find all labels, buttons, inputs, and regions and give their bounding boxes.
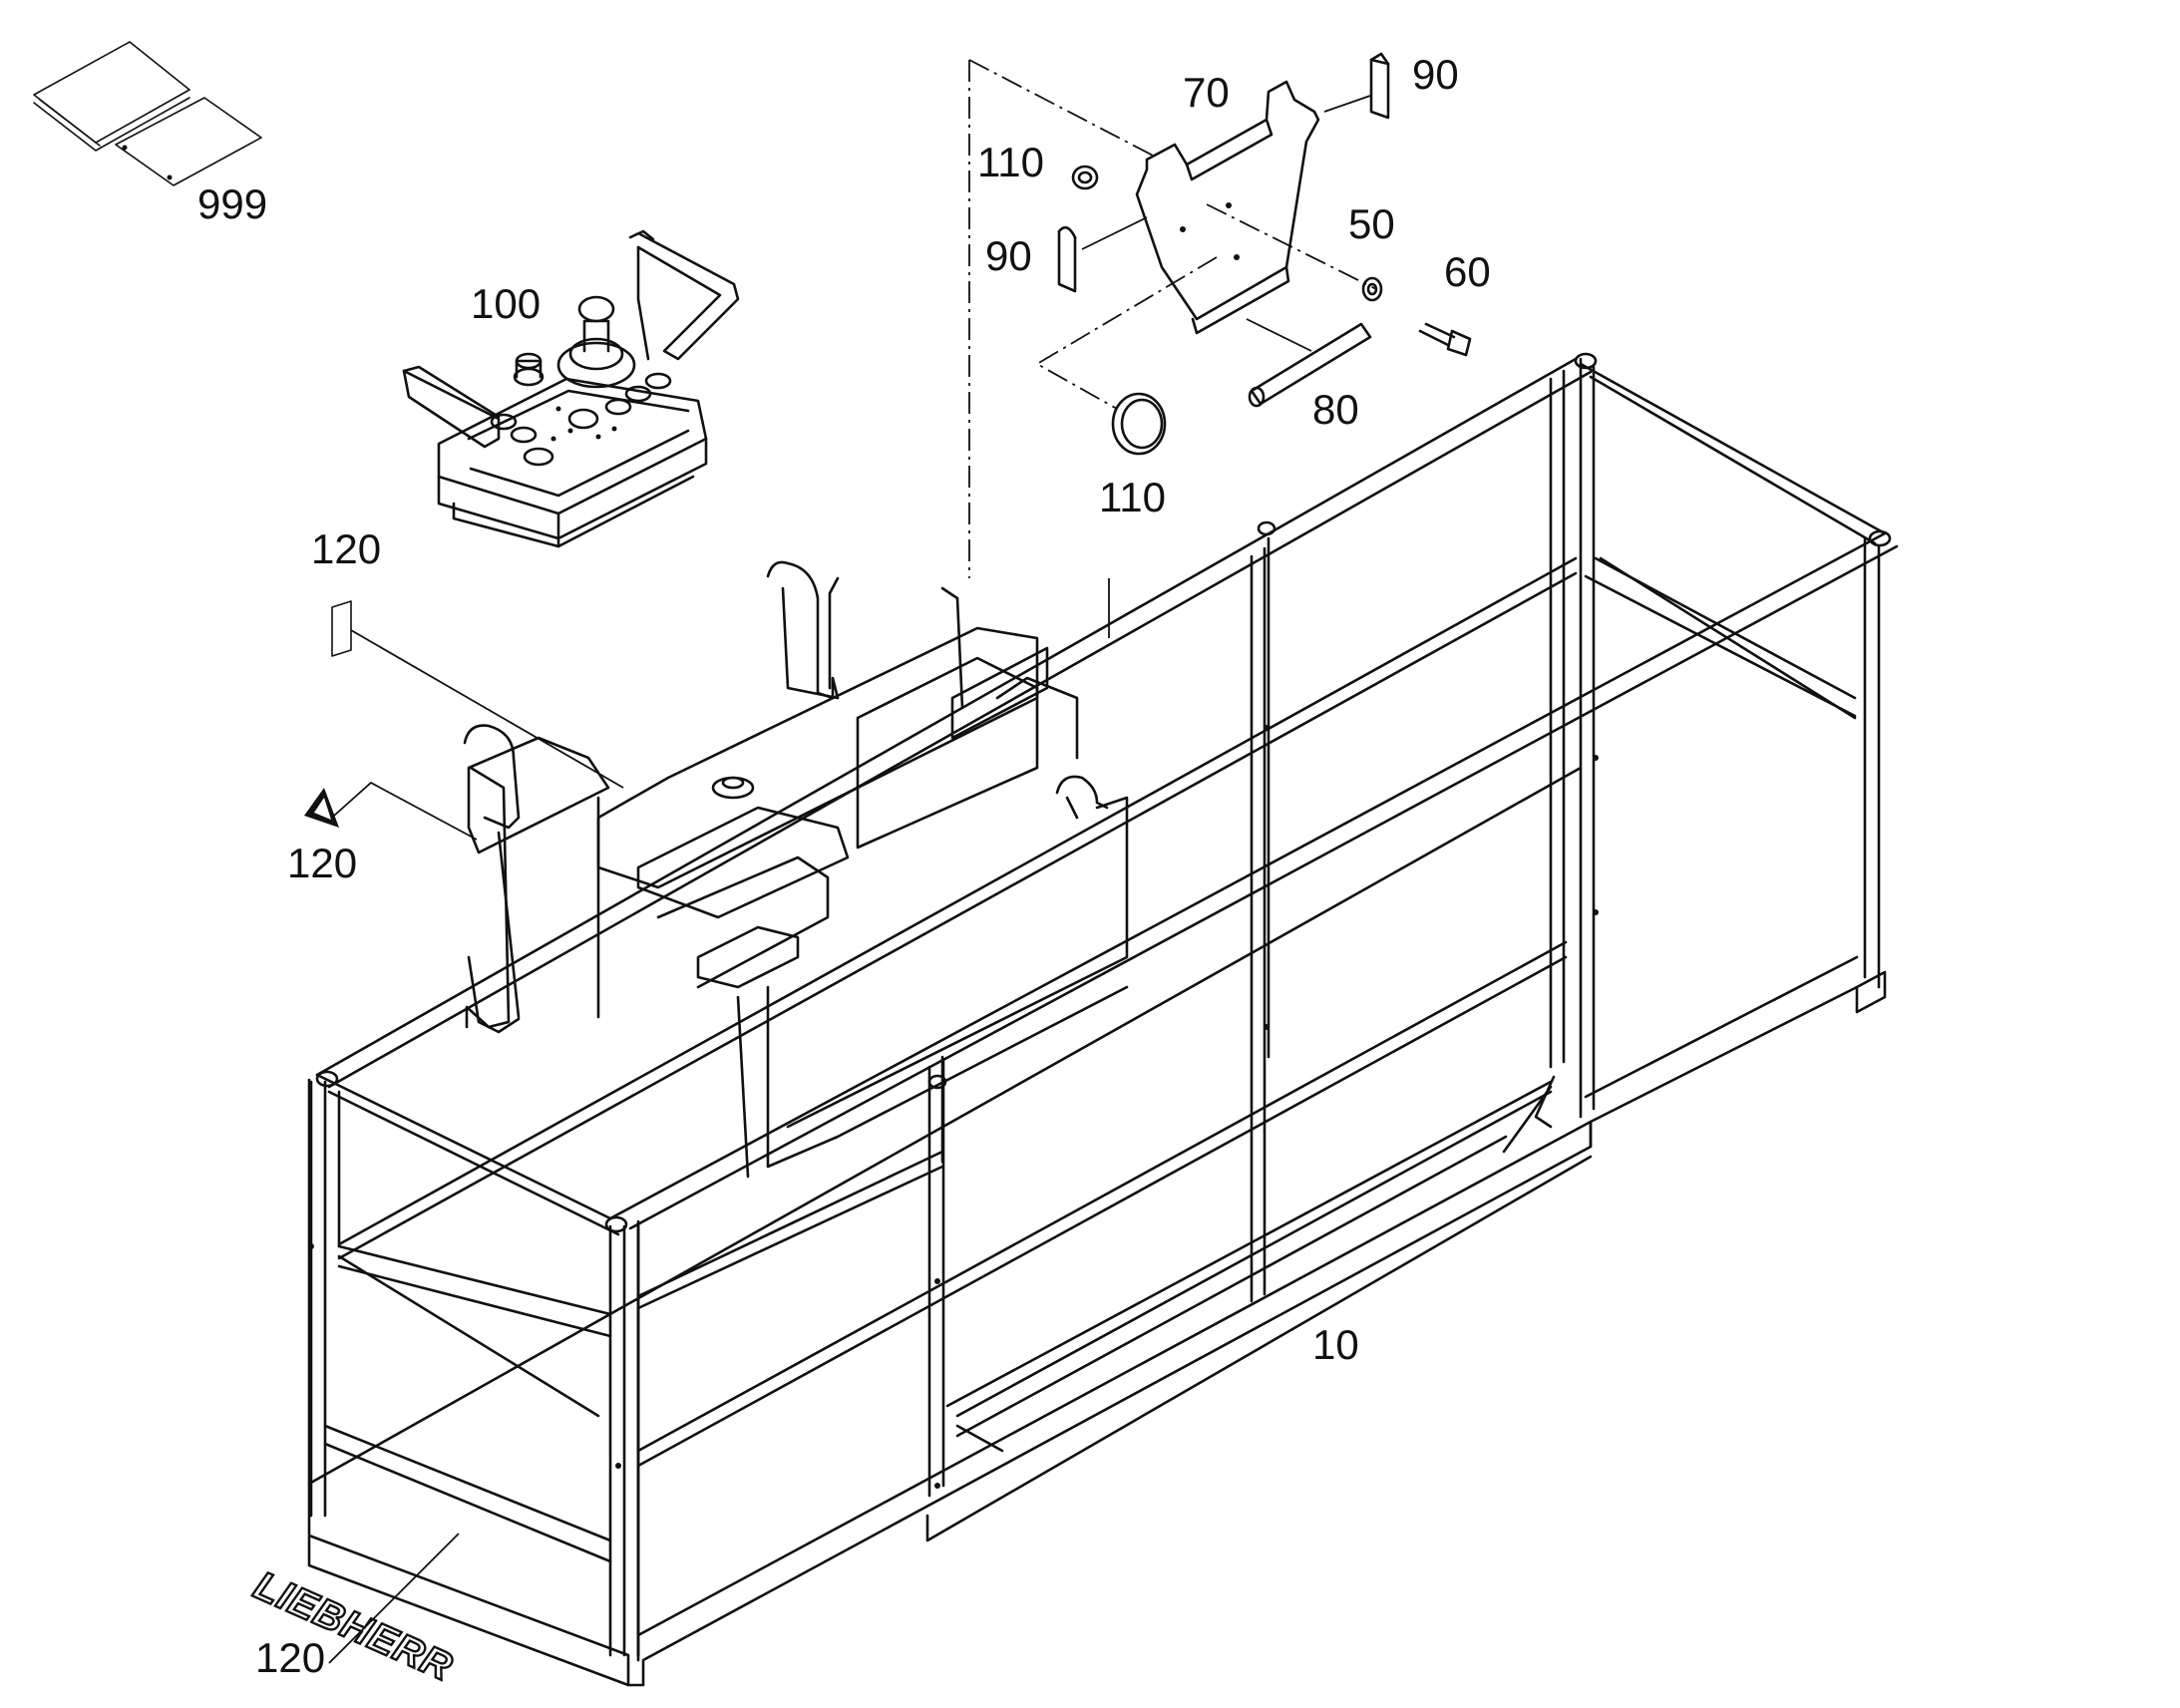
callout-110-bottom: 110 <box>1099 474 1166 520</box>
callout-90-top: 90 <box>1412 51 1459 98</box>
work-platform-cage <box>307 352 1899 1687</box>
warning-sign-decal <box>331 600 624 789</box>
callout-70: 70 <box>1183 69 1230 116</box>
callout-60: 60 <box>1444 248 1491 295</box>
callout-100: 100 <box>471 280 542 327</box>
callout-999: 999 <box>197 180 268 227</box>
callout-80: 80 <box>1312 386 1359 433</box>
callout-120-triangle: 120 <box>287 840 358 886</box>
callout-120-logo: 120 <box>255 1634 326 1681</box>
callout-50: 50 <box>1348 200 1395 247</box>
manual-booklet <box>33 41 262 186</box>
bracket-assembly <box>968 52 1472 578</box>
callout-90-left: 90 <box>985 232 1032 279</box>
control-panel <box>402 229 740 548</box>
callout-10: 10 <box>1312 1321 1359 1368</box>
callout-120-sign: 120 <box>311 525 382 572</box>
triangle-decal <box>304 781 478 841</box>
callout-110-top: 110 <box>977 139 1044 185</box>
